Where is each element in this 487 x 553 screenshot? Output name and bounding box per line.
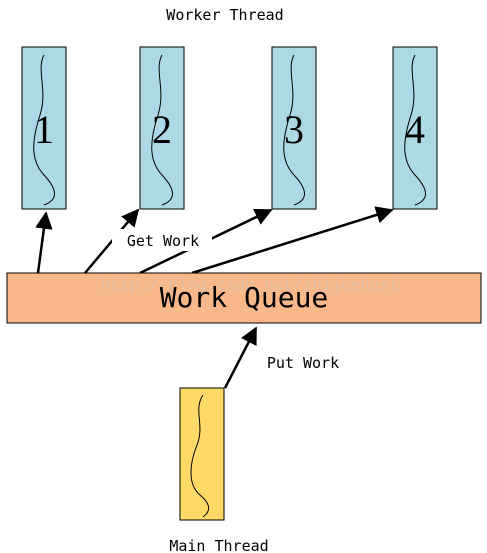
watermark: http://blog.csdn.net/zhijcehust: [101, 277, 399, 295]
main-thread-title: Main Thread: [169, 537, 268, 553]
get-work-arrow-1: [35, 211, 53, 274]
put-work-arrow: [223, 326, 258, 389]
worker-thread-1-number: 1: [34, 107, 54, 152]
worker-thread-4: 4: [392, 46, 438, 210]
get-work-label: Get Work: [127, 232, 199, 250]
get-work-arrow-4: [191, 206, 394, 275]
worker-thread-title: Worker Thread: [166, 6, 283, 24]
worker-thread-3: 3: [271, 46, 317, 210]
work-queue: http://blog.csdn.net/zhijcehust Work Que…: [6, 272, 482, 324]
worker-thread-1: 1: [21, 46, 67, 210]
worker-thread-2-number: 2: [152, 107, 172, 152]
work-queue-label: Work Queue: [160, 281, 329, 314]
worker-thread-3-number: 3: [284, 107, 304, 152]
main-thread: [179, 387, 225, 521]
put-work-label: Put Work: [267, 354, 339, 372]
get-work-label-bg: [112, 229, 212, 251]
worker-thread-4-number: 4: [405, 107, 425, 152]
worker-thread-2: 2: [139, 46, 185, 210]
get-work-arrow-2: [84, 208, 140, 274]
